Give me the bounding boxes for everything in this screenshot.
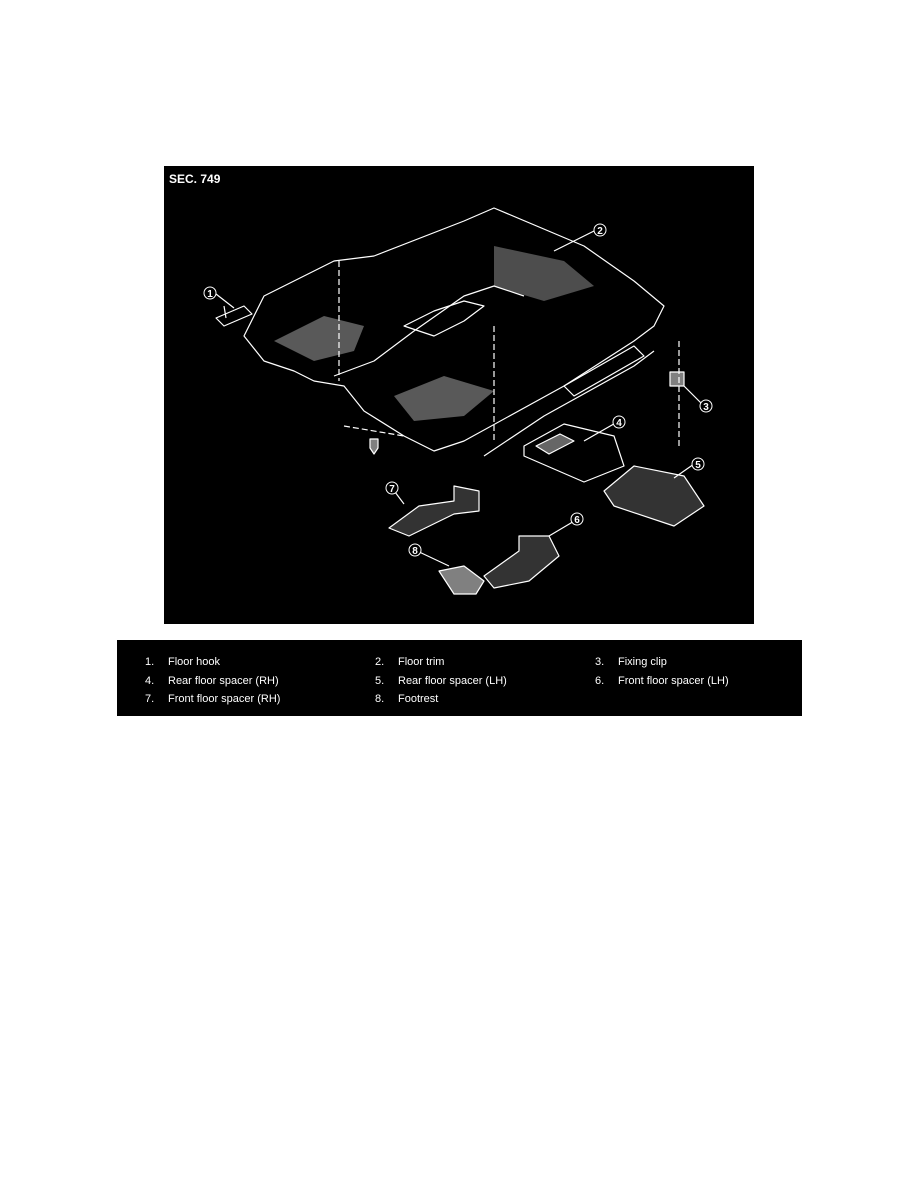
- callout-4: [612, 415, 626, 429]
- floor-trim-edge: [483, 350, 655, 457]
- legend-label: Fixing clip: [618, 656, 667, 668]
- callout-8-number: 8: [412, 546, 418, 557]
- callout-7: [385, 481, 399, 495]
- legend-label: Front floor spacer (RH): [168, 693, 281, 705]
- legend-label: Floor trim: [398, 656, 445, 668]
- fixing-clip-shape: [669, 371, 685, 387]
- parts-legend: 1. Floor hook 2. Floor trim 3. Fixing cl…: [117, 640, 802, 716]
- floor-trim-sill: [563, 345, 645, 397]
- section-label: SEC. 749: [169, 172, 221, 186]
- legend-label: Floor hook: [168, 656, 220, 668]
- callout-2: [593, 223, 607, 237]
- legend-label: Front floor spacer (LH): [618, 675, 729, 687]
- callout-3-number: 3: [703, 402, 709, 413]
- legend-number: 5.: [375, 675, 385, 687]
- legend-number: 2.: [375, 656, 385, 668]
- diagram-drawing: 1 2 3 4 5 6 7 8: [203, 207, 713, 595]
- callout-5-number: 5: [695, 460, 701, 471]
- callout-8: [408, 543, 422, 557]
- callout-6-number: 6: [574, 515, 580, 526]
- rear-floor-spacer-rh-shape: [523, 423, 625, 483]
- legend-number: 3.: [595, 656, 605, 668]
- legend-number: 7.: [145, 693, 155, 705]
- callout-2-number: 2: [597, 226, 603, 237]
- callout-7-number: 7: [389, 484, 395, 495]
- legend-number: 8.: [375, 693, 385, 705]
- floor-hook-shape: [215, 305, 253, 327]
- legend-number: 1.: [145, 656, 155, 668]
- callout-1-number: 1: [207, 289, 213, 300]
- footrest-shape: [438, 565, 485, 595]
- callout-3: [699, 399, 713, 413]
- floor-trim-ridge: [403, 300, 485, 337]
- callout-1: [203, 286, 217, 300]
- floor-trim-shape: [243, 207, 665, 452]
- legend-label: Rear floor spacer (LH): [398, 675, 507, 687]
- legend-number: 4.: [145, 675, 155, 687]
- legend-number: 6.: [595, 675, 605, 687]
- rear-floor-spacer-lh-shape: [603, 465, 705, 527]
- callout-6: [570, 512, 584, 526]
- front-floor-spacer-rh-shape: [388, 485, 480, 537]
- legend-label: Rear floor spacer (RH): [168, 675, 279, 687]
- floor-trim-tunnel: [333, 285, 525, 377]
- exploded-diagram: SEC. 749: [164, 166, 754, 624]
- front-floor-spacer-lh-shape: [483, 535, 560, 589]
- callout-4-number: 4: [616, 418, 622, 429]
- legend-label: Footrest: [398, 693, 439, 705]
- callout-5: [691, 457, 705, 471]
- fastener-shape: [369, 438, 379, 455]
